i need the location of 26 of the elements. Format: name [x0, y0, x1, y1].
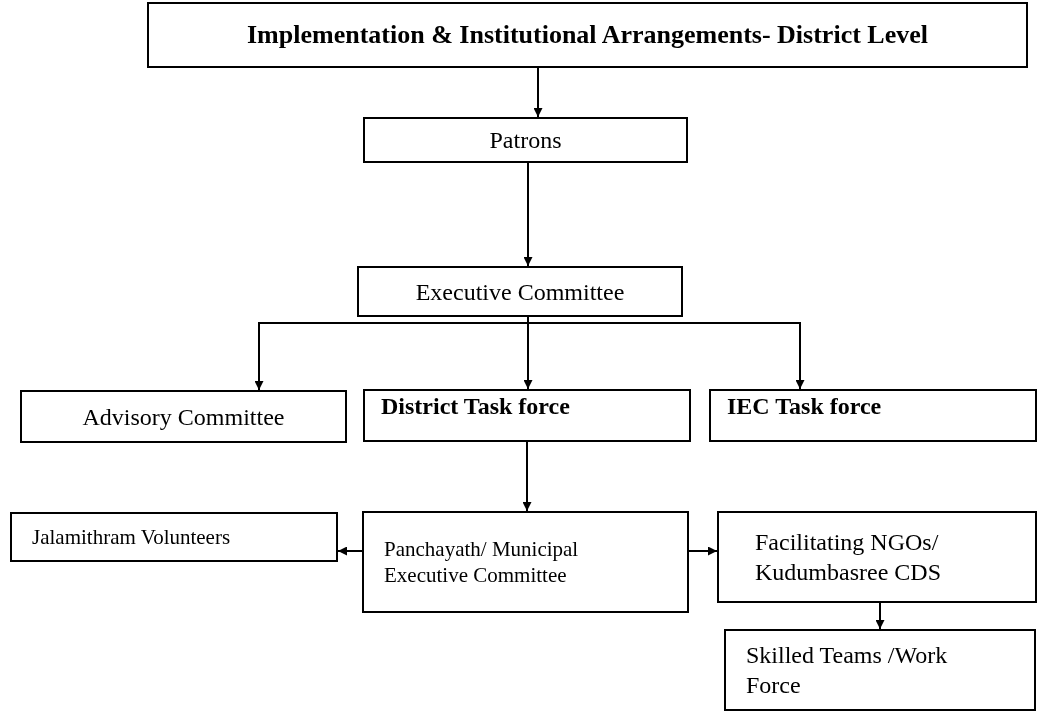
arrow [523, 162, 533, 267]
process-box [362, 511, 689, 613]
process-box [709, 389, 1037, 442]
process-box [724, 629, 1036, 711]
process-box [20, 390, 347, 443]
arrow [688, 546, 718, 556]
process-box [363, 389, 691, 442]
box-label: Advisory Committee [82, 402, 285, 432]
process-box [10, 512, 338, 562]
box-label: Panchayath/ Municipal Executive Committee [384, 535, 580, 589]
box-label: District Task force [381, 392, 570, 421]
box-label: Skilled Teams /Work Force [746, 641, 949, 700]
box-label: IEC Task force [727, 392, 882, 421]
process-box [717, 511, 1037, 603]
arrow [522, 441, 532, 512]
box-label: Facilitating NGOs/ Kudumbasree CDS [755, 528, 942, 587]
arrow [337, 546, 363, 556]
process-box [357, 266, 683, 317]
process-box [363, 117, 688, 163]
arrow [875, 602, 885, 630]
arrow [533, 67, 543, 118]
box-label: Patrons [489, 126, 562, 155]
box-label: Implementation & Institutional Arrangements- District Level [247, 18, 928, 51]
process-box [147, 2, 1028, 68]
box-label: Jalamithram Volunteers [32, 523, 231, 551]
box-label: Executive Committee [415, 277, 625, 307]
